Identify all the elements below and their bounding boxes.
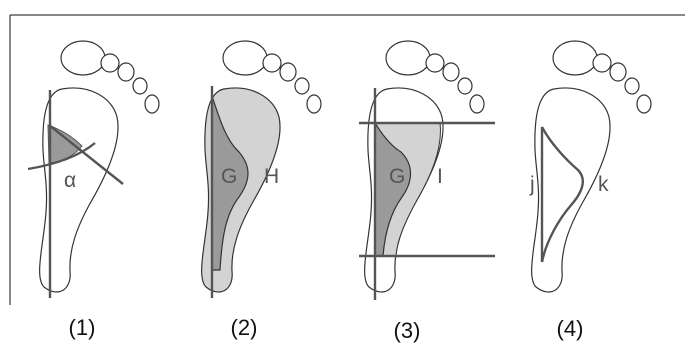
panel-4: j k (4) (529, 41, 651, 341)
caption-4: (4) (557, 316, 584, 341)
toes-4 (553, 41, 651, 113)
toes-1 (61, 41, 159, 113)
toes-3 (386, 41, 484, 113)
foot-outline-1 (40, 88, 118, 292)
region-g-3-label: G (389, 165, 405, 188)
angle-sector (48, 125, 82, 163)
caption-2: (2) (231, 315, 258, 340)
region-g-label: G (221, 165, 237, 188)
panel-2: G H (2) (202, 41, 321, 340)
region-h-label: H (264, 165, 279, 188)
region-i-label: I (437, 165, 443, 188)
curve-k-label: k (598, 173, 609, 196)
panel-3: G I (3) (359, 41, 495, 343)
curve-k (542, 127, 583, 262)
angle-label: α (64, 169, 76, 192)
caption-3: (3) (394, 318, 421, 343)
line-j-label: j (529, 173, 535, 196)
caption-1: (1) (69, 315, 96, 340)
panel-1: α (1) (28, 41, 159, 340)
